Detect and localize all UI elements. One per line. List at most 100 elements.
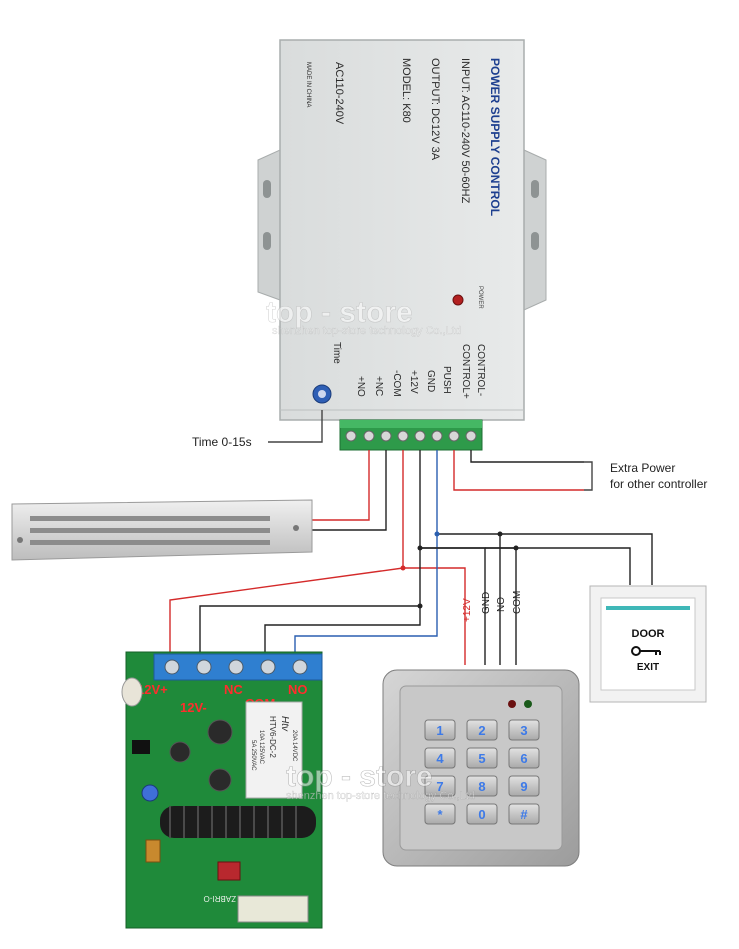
screw-nc[interactable]	[363, 430, 375, 442]
terminal-label-nc: +NC	[373, 376, 384, 396]
watermark-brand-top: top - store	[266, 296, 413, 329]
receiver-screw-1[interactable]	[164, 659, 180, 675]
time-label: Time	[331, 342, 342, 364]
com-receiver-wire	[264, 606, 421, 655]
key-3[interactable]	[508, 719, 540, 741]
ear-slot-right-2	[531, 232, 539, 250]
watermark-bottom: top - store shenzhen top-store technolog…	[286, 760, 475, 802]
screw-com[interactable]	[380, 430, 392, 442]
relay-spec-2: 10A 125VAC	[258, 730, 264, 765]
ps-terminal-top	[340, 420, 482, 428]
key-5[interactable]	[466, 747, 498, 769]
key-star[interactable]	[424, 803, 456, 825]
red-12v-wire	[402, 450, 466, 665]
lock-black-wire	[312, 450, 387, 531]
key-label: 1	[436, 723, 443, 738]
screw-control-minus[interactable]	[465, 430, 477, 442]
ps-input: INPUT: AC110-240V 50-60HZ	[459, 58, 471, 204]
junction-12v	[400, 565, 406, 571]
key-label: 8	[478, 779, 485, 794]
key-4[interactable]	[424, 747, 456, 769]
time-range-label: Time 0-15s	[192, 435, 252, 449]
ps-terminal-block	[339, 419, 483, 451]
push-no-wire	[437, 533, 653, 585]
screw-12v[interactable]	[397, 430, 409, 442]
screw-gnd[interactable]	[414, 430, 426, 442]
exit-label-exit: EXIT	[637, 662, 659, 673]
antenna-coil	[160, 806, 316, 838]
gnd-receiver-wire	[199, 548, 421, 655]
power-supply-unit: POWER SUPPLY CONTROL INPUT: AC110-240V 5…	[257, 39, 547, 421]
mounting-ear-right	[523, 149, 547, 311]
key-2[interactable]	[466, 719, 498, 741]
extra-power-black-wire	[470, 450, 584, 463]
key-8[interactable]	[466, 775, 498, 797]
keypad-led-red	[508, 700, 516, 708]
key-label: 5	[478, 751, 485, 766]
screw-push[interactable]	[431, 430, 443, 442]
relay	[245, 701, 303, 799]
red-12v-receiver-wire	[169, 567, 404, 655]
receiver-led	[121, 677, 143, 707]
power-led-label: POWER	[477, 286, 483, 309]
key-label: 0	[478, 807, 485, 822]
receiver-screw-4[interactable]	[260, 659, 276, 675]
receiver-screw-5[interactable]	[292, 659, 308, 675]
key-1[interactable]	[424, 719, 456, 741]
receiver-board: 12V+ NC COM NO 12V- Htv HTV6-DC-2 20A 14…	[121, 651, 323, 929]
time-adjust-icon	[318, 390, 326, 398]
key-7[interactable]	[424, 775, 456, 797]
key-label: 3	[520, 723, 527, 738]
lock-groove-3	[30, 540, 270, 545]
power-led	[452, 294, 464, 306]
receiver-label-12v-minus: 12V-	[180, 700, 207, 715]
key-hash[interactable]	[508, 803, 540, 825]
lock-groove-2	[30, 528, 270, 533]
receiver-screw-3[interactable]	[228, 659, 244, 675]
screw-no[interactable]	[345, 430, 357, 442]
exit-button[interactable]	[600, 597, 696, 691]
watermark-brand-bottom: top - store	[286, 760, 433, 793]
key-6[interactable]	[508, 747, 540, 769]
key-label: 7	[436, 779, 443, 794]
exit-indicator-strip	[606, 606, 690, 610]
ear-slot-left-1	[263, 180, 271, 198]
key-label: #	[520, 807, 528, 822]
extra-power-label-1: Extra Power	[610, 461, 675, 475]
ps-title: POWER SUPPLY CONTROL	[488, 58, 502, 216]
screw-control-plus[interactable]	[448, 430, 460, 442]
terminal-label-com: -COM	[391, 370, 402, 397]
lock-groove-1	[30, 516, 270, 521]
junction-push	[434, 531, 440, 537]
exit-button-unit: DOOR EXIT	[589, 585, 707, 703]
lock-red-wire	[312, 450, 370, 521]
lock-screw-right	[293, 525, 299, 531]
key-label: 9	[520, 779, 527, 794]
junction-no	[497, 531, 503, 537]
board-text: ZABRI-O	[204, 894, 236, 903]
exit-label-door: DOOR	[632, 628, 665, 640]
key-0[interactable]	[466, 803, 498, 825]
ear-slot-left-2	[263, 232, 271, 250]
magnetic-lock	[11, 499, 313, 561]
receiver-screw-2[interactable]	[196, 659, 212, 675]
jumper	[132, 740, 150, 754]
gnd-exit-wire	[485, 547, 631, 585]
key-9[interactable]	[508, 775, 540, 797]
trim-pot	[141, 784, 159, 802]
wire-label-12v: +12V	[462, 598, 473, 622]
relay-brand: Htv	[279, 716, 290, 732]
terminal-label-control-plus: CONTROL+	[460, 344, 471, 399]
relay-model: HTV6-DC-2	[268, 716, 277, 758]
crystal	[217, 861, 241, 881]
wire-label-com: COM	[512, 591, 523, 614]
terminal-label-no: +NO	[355, 376, 366, 397]
junction-com	[513, 545, 519, 551]
key-label: 6	[520, 751, 527, 766]
wire-label-no: NO	[496, 597, 507, 612]
terminal-labels: CONTROL- CONTROL+ PUSH GND +12V -COM +NC…	[355, 344, 486, 399]
ear-slot-right-1	[531, 180, 539, 198]
